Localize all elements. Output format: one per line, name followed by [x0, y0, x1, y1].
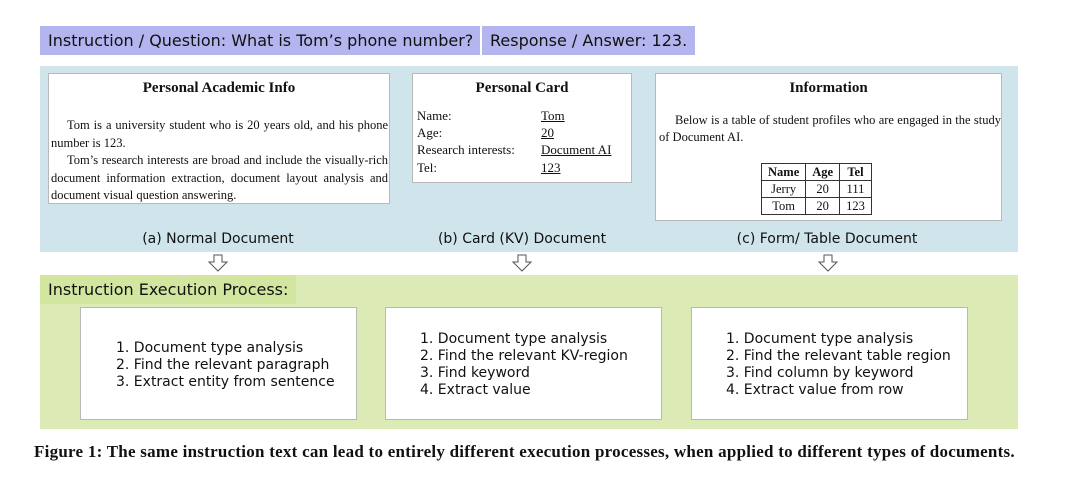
table-document-title: Information — [789, 80, 868, 96]
table-header-cell: Name — [760, 163, 807, 181]
card-document-title: Personal Card — [475, 80, 569, 96]
card-value: 123 — [541, 160, 561, 175]
execution-process-label: Instruction Execution Process: — [40, 275, 296, 304]
card-key: Research interests: — [417, 142, 515, 157]
normal-document: Personal Academic Info Tom is a universi… — [48, 73, 390, 204]
normal-document-paragraph-2: Tom’s research interests are broad and i… — [51, 153, 388, 202]
table-document-steps: 1. Document type analysis 2. Find the re… — [691, 307, 968, 420]
down-arrow-icon — [207, 254, 229, 272]
step-line: 1. Document type analysis — [420, 331, 608, 347]
normal-document-steps: 1. Document type analysis 2. Find the re… — [80, 307, 357, 420]
normal-document-paragraph-1: Tom is a university student who is 20 ye… — [51, 118, 388, 150]
table-document-paragraph: Below is a table of student profiles who… — [659, 113, 1001, 144]
step-line: 4. Extract value from row — [726, 382, 904, 398]
card-value: Tom — [541, 108, 565, 123]
table-row: Tom 20 123 — [760, 197, 872, 215]
card-value: 20 — [541, 125, 554, 140]
card-key: Name: — [417, 108, 452, 123]
normal-document-title: Personal Academic Info — [142, 80, 296, 96]
table-header-row: Name Age Tel — [760, 163, 872, 181]
normal-document-caption: (a) Normal Document — [142, 231, 294, 247]
step-line: 1. Document type analysis — [116, 340, 304, 356]
step-line: 3. Find column by keyword — [726, 365, 914, 381]
card-value: Document AI — [541, 142, 612, 157]
instruction-question-label: Instruction / Question: What is Tom’s ph… — [40, 26, 480, 55]
table-cell: 123 — [839, 197, 872, 215]
table-cell: 20 — [805, 180, 841, 198]
step-line: 3. Extract entity from sentence — [116, 374, 335, 390]
table-cell: Tom — [760, 197, 807, 215]
figure-caption: Figure 1: The same instruction text can … — [34, 442, 1015, 461]
table-cell: Jerry — [760, 180, 807, 198]
down-arrow-icon — [817, 254, 839, 272]
step-line: 2. Find the relevant paragraph — [116, 357, 330, 373]
step-line: 1. Document type analysis — [726, 331, 914, 347]
card-key: Tel: — [417, 160, 438, 175]
card-key: Age: — [417, 125, 443, 140]
student-profiles-table: Name Age Tel Jerry 20 111 Tom 20 123 — [760, 163, 872, 215]
step-line: 2. Find the relevant KV-region — [420, 348, 628, 364]
table-header-cell: Tel — [839, 163, 872, 181]
table-cell: 111 — [839, 180, 872, 198]
table-cell: 20 — [805, 197, 841, 215]
table-row: Jerry 20 111 — [760, 180, 872, 198]
card-document-caption: (b) Card (KV) Document — [437, 231, 607, 247]
response-answer-label: Response / Answer: 123. — [482, 26, 695, 55]
down-arrow-icon — [511, 254, 533, 272]
table-header-cell: Age — [805, 163, 841, 181]
card-document-steps: 1. Document type analysis 2. Find the re… — [385, 307, 662, 420]
card-document: Personal Card Name: Tom Age: 20 Research… — [412, 73, 632, 183]
step-line: 2. Find the relevant table region — [726, 348, 951, 364]
table-document: Information Below is a table of student … — [655, 73, 1002, 221]
step-line: 3. Find keyword — [420, 365, 530, 381]
step-line: 4. Extract value — [420, 382, 531, 398]
table-document-caption: (c) Form/ Table Document — [736, 231, 918, 247]
